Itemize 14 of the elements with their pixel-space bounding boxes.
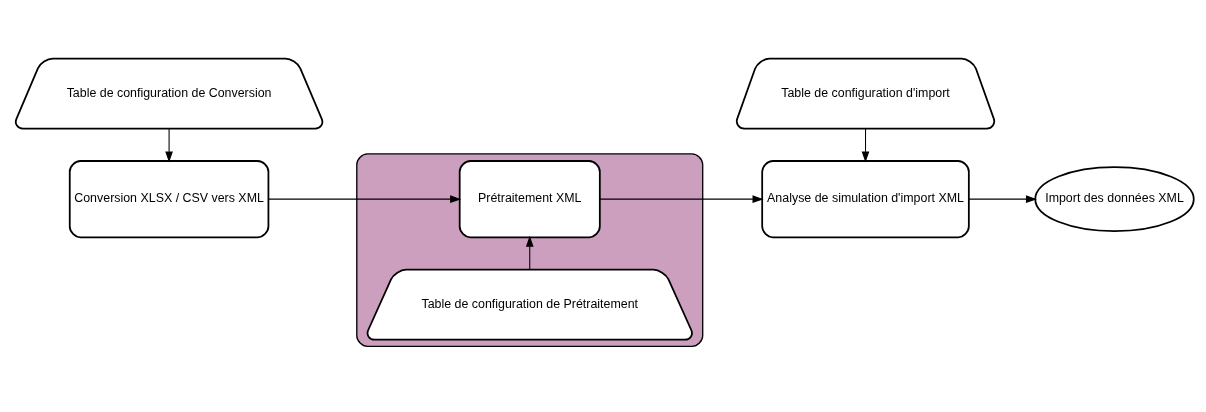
node-box: Prétraitement XML xyxy=(458,160,601,239)
node-box: Table de configuration d'import xyxy=(735,57,996,130)
arrow xyxy=(525,235,534,271)
arrow xyxy=(268,195,462,203)
node-ellipse: Import des données XML xyxy=(1034,166,1195,232)
node-box: Analyse de simulation d'import XML xyxy=(761,160,970,239)
cluster xyxy=(356,153,704,348)
arrow xyxy=(599,195,764,203)
node-box: Table de configuration de Conversion xyxy=(14,57,324,130)
arrow xyxy=(165,128,173,163)
arrow xyxy=(861,128,870,163)
node-box: Conversion XLSX / CSV vers XML xyxy=(68,160,270,239)
node-box: Table de configuration de Prétraitement xyxy=(366,268,693,341)
arrow xyxy=(968,195,1037,203)
